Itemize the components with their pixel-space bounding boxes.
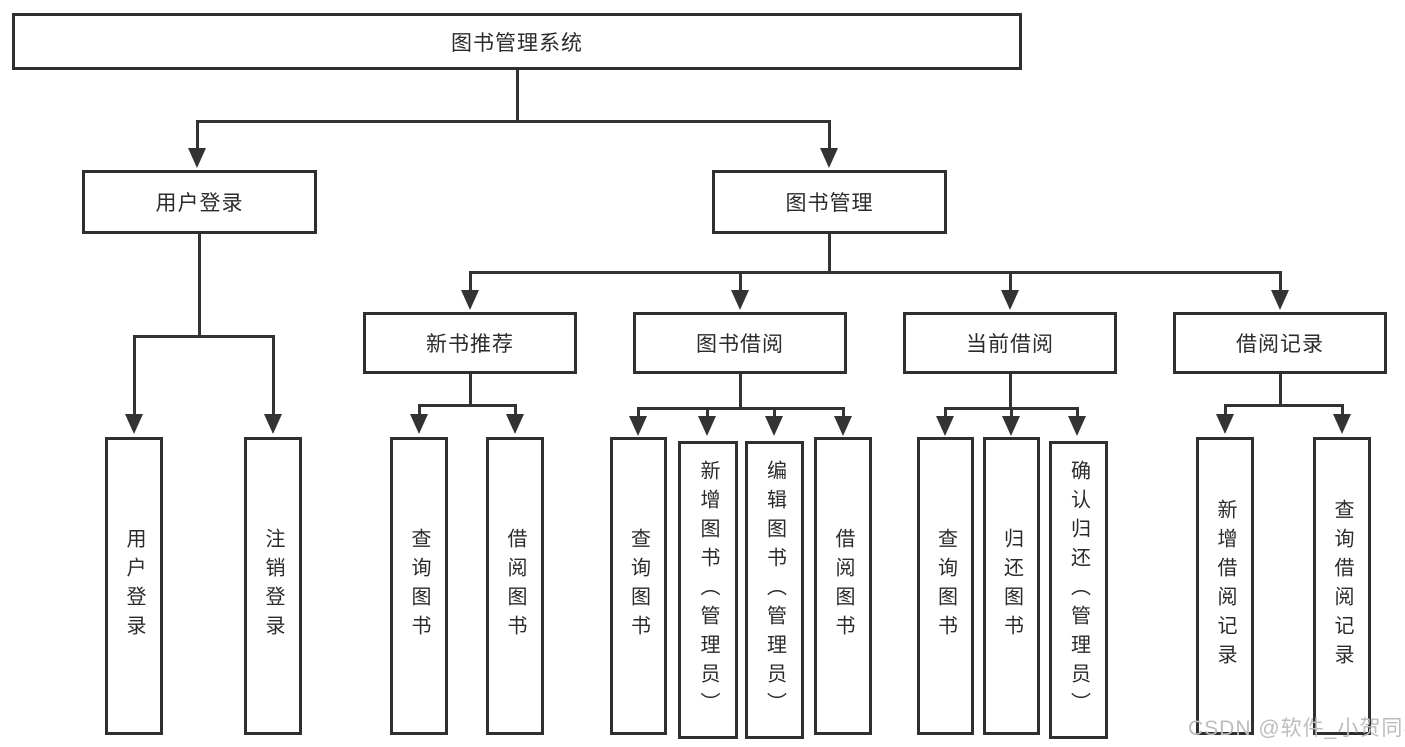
leaf-nb-query-books: 查询图书	[390, 437, 448, 735]
arrow-down-icon	[410, 414, 428, 434]
node-user-login: 用户登录	[82, 170, 317, 234]
leaf-bb-edit-books-admin: 编辑图书（管理员）	[745, 441, 804, 739]
connector-vline	[637, 407, 640, 417]
connector-vline	[516, 70, 519, 122]
connector-vline	[706, 407, 709, 417]
node-new-book-recommend: 新书推荐	[363, 312, 577, 374]
node-borrow-records: 借阅记录	[1173, 312, 1387, 374]
arrow-down-icon	[731, 290, 749, 310]
arrow-down-icon	[125, 414, 143, 434]
connector-vline	[739, 373, 742, 410]
arrow-down-icon	[629, 416, 647, 436]
connector-vline	[469, 373, 472, 407]
arrow-down-icon	[1271, 290, 1289, 310]
leaf-cb-confirm-return-admin: 确认归还（管理员）	[1049, 441, 1108, 739]
connector-hline	[418, 404, 517, 407]
csdn-watermark: CSDN @软件_小贺同学	[1188, 717, 1405, 740]
connector-vline	[133, 335, 136, 416]
arrow-down-icon	[820, 148, 838, 168]
connector-vline	[739, 271, 742, 293]
connector-vline	[418, 404, 421, 416]
connector-hline	[637, 407, 845, 410]
leaf-logout: 注销登录	[244, 437, 302, 735]
leaf-br-query-record: 查询借阅记录	[1313, 437, 1371, 735]
connector-vline	[1076, 407, 1079, 417]
arrow-down-icon	[1333, 414, 1351, 434]
connector-hline	[133, 335, 275, 338]
connector-vline	[198, 233, 201, 337]
arrow-down-icon	[936, 416, 954, 436]
leaf-bb-borrow-books: 借阅图书	[814, 437, 872, 735]
connector-vline	[469, 271, 472, 293]
arrow-down-icon	[698, 416, 716, 436]
connector-vline	[1010, 407, 1013, 417]
arrow-down-icon	[834, 416, 852, 436]
leaf-bb-add-books-admin: 新增图书（管理员）	[678, 441, 738, 739]
connector-vline	[828, 233, 831, 273]
connector-vline	[842, 407, 845, 417]
connector-hline	[1224, 404, 1344, 407]
leaf-bb-query-books: 查询图书	[610, 437, 667, 735]
node-current-borrow: 当前借阅	[903, 312, 1117, 374]
connector-vline	[1009, 373, 1012, 410]
connector-vline	[1279, 373, 1282, 407]
connector-vline	[1009, 271, 1012, 293]
arrow-down-icon	[1068, 416, 1086, 436]
arrow-down-icon	[1001, 290, 1019, 310]
connector-hline	[196, 120, 831, 123]
connector-vline	[1224, 404, 1227, 416]
node-book-borrow: 图书借阅	[633, 312, 847, 374]
arrow-down-icon	[461, 290, 479, 310]
arrow-down-icon	[188, 148, 206, 168]
connector-vline	[773, 407, 776, 417]
connector-vline	[196, 120, 199, 152]
connector-hline	[469, 271, 1282, 274]
connector-vline	[944, 407, 947, 417]
connector-vline	[1341, 404, 1344, 416]
leaf-br-add-record: 新增借阅记录	[1196, 437, 1254, 735]
arrow-down-icon	[765, 416, 783, 436]
leaf-nb-borrow-books: 借阅图书	[486, 437, 544, 735]
connector-vline	[272, 335, 275, 416]
leaf-cb-return-books: 归还图书	[983, 437, 1040, 735]
connector-vline	[514, 404, 517, 416]
connector-vline	[828, 120, 831, 152]
arrow-down-icon	[264, 414, 282, 434]
connector-vline	[1279, 271, 1282, 293]
node-book-management: 图书管理	[712, 170, 947, 234]
arrow-down-icon	[506, 414, 524, 434]
arrow-down-icon	[1216, 414, 1234, 434]
arrow-down-icon	[1002, 416, 1020, 436]
leaf-user-login: 用户登录	[105, 437, 163, 735]
node-root: 图书管理系统	[12, 13, 1022, 70]
leaf-cb-query-books: 查询图书	[917, 437, 974, 735]
